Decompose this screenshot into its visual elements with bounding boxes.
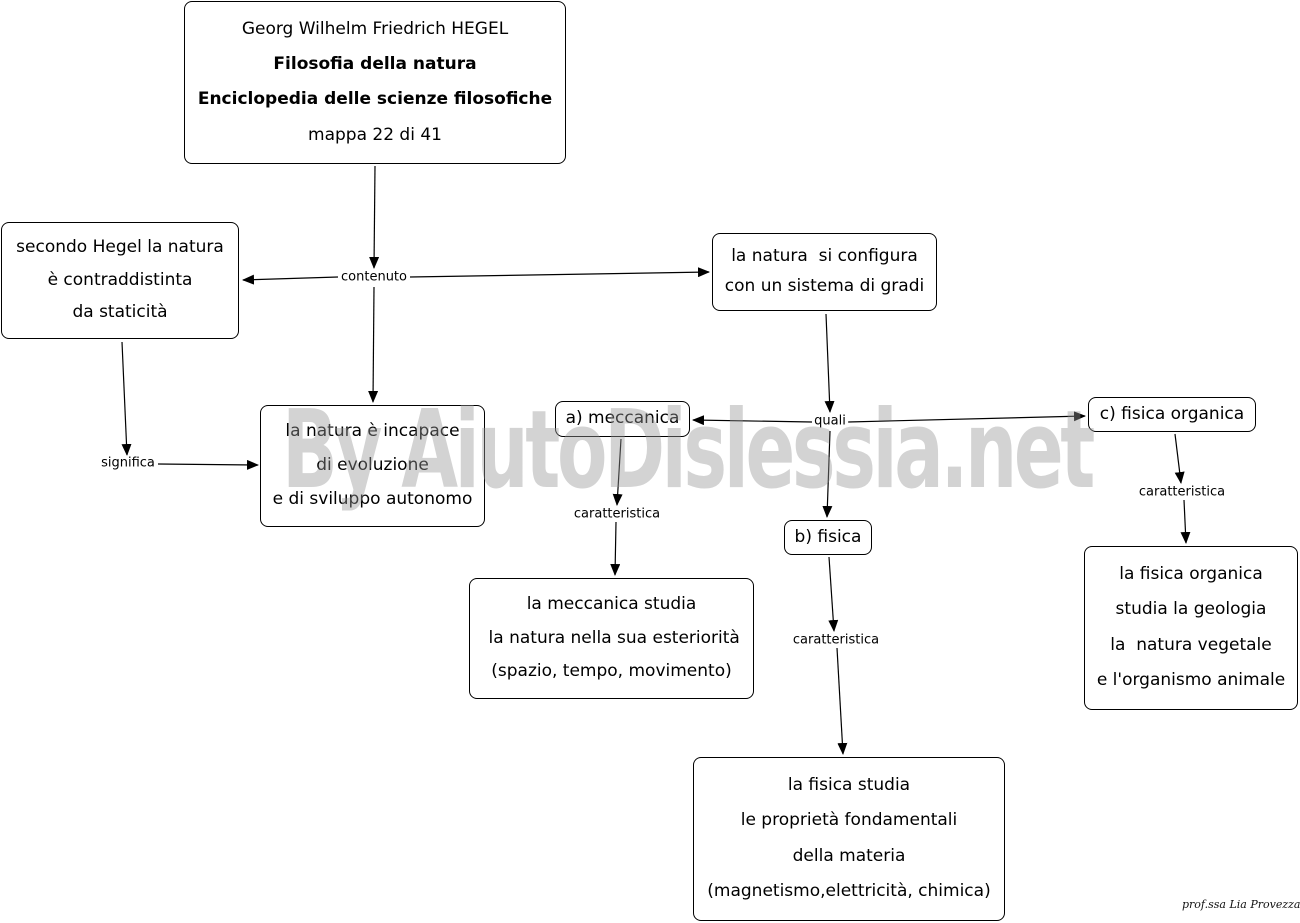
meccanica-studia-node[interactable]: la meccanica studia la natura nella sua … <box>469 578 754 699</box>
node-text: con un sistema di gradi <box>724 276 925 297</box>
title-node[interactable]: Georg Wilhelm Friedrich HEGEL Filosofia … <box>184 1 566 164</box>
author-signature: prof.ssa Lia Provezza <box>1182 898 1300 911</box>
node-text: la natura nella sua esteriorità <box>483 627 740 648</box>
node-text: e di sviluppo autonomo <box>272 489 473 510</box>
node-text: c) fisica organica <box>1099 403 1245 424</box>
edge-organica-caratteristica <box>1174 433 1185 484</box>
edge-contenuto-incapace <box>368 286 379 403</box>
link-label-caratteristica-organica: caratteristica <box>1136 484 1228 500</box>
edge-quali-organica <box>847 411 1086 423</box>
node-text: da staticità <box>72 302 168 323</box>
edge-staticita-significa <box>121 341 132 456</box>
node-text: della materia <box>792 845 906 866</box>
edge-meccanica-caratteristica <box>612 438 623 506</box>
link-label-contenuto: contenuto <box>339 269 409 285</box>
incapace-node[interactable]: la natura è incapace di evoluzione e di … <box>260 405 485 527</box>
title-work: Filosofia della natura <box>273 54 477 75</box>
gradi-node[interactable]: la natura si configura con un sistema di… <box>712 233 937 311</box>
node-text: di evoluzione <box>316 455 429 476</box>
edge-contenuto-gradi <box>409 267 710 278</box>
meccanica-node[interactable]: a) meccanica <box>555 401 690 437</box>
edge-quali-fisica <box>822 430 833 518</box>
node-text: secondo Hegel la natura <box>16 237 224 258</box>
edge-fisica-caratteristica <box>828 556 839 632</box>
node-text: studia la geologia <box>1115 599 1267 620</box>
node-text: la natura si configura <box>731 245 918 266</box>
link-label-caratteristica-meccanica: caratteristica <box>571 506 663 522</box>
node-text: b) fisica <box>794 526 862 547</box>
edge-caratteristica-organica-studia <box>1180 499 1191 544</box>
edge-title-contenuto <box>369 165 380 269</box>
edge-significa-incapace <box>157 459 259 470</box>
node-text: le proprietà fondamentali <box>740 810 958 831</box>
title-map-number: mappa 22 di 41 <box>308 124 442 145</box>
title-encyclopedia: Enciclopedia delle scienze filosofiche <box>197 89 553 110</box>
title-author: Georg Wilhelm Friedrich HEGEL <box>241 18 509 39</box>
node-text: (spazio, tempo, movimento) <box>491 661 732 682</box>
edge-caratteristica-fisica-studia <box>836 647 848 755</box>
edge-gradi-quali <box>824 313 835 413</box>
organica-node[interactable]: c) fisica organica <box>1088 397 1256 432</box>
node-text: (magnetismo,elettricità, chimica) <box>707 881 991 902</box>
edge-quali-meccanica <box>692 415 813 426</box>
node-text: a) meccanica <box>565 408 680 429</box>
fisica-node[interactable]: b) fisica <box>784 520 872 555</box>
node-text: è contraddistinta <box>47 269 193 290</box>
node-text: e l'organismo animale <box>1096 670 1286 691</box>
fisica-studia-node[interactable]: la fisica studia le proprietà fondamenta… <box>693 757 1005 921</box>
node-text: la fisica studia <box>787 774 911 795</box>
node-text: la natura è incapace <box>285 421 460 442</box>
organica-studia-node[interactable]: la fisica organica studia la geologia la… <box>1084 546 1298 710</box>
link-label-quali: quali <box>812 413 848 429</box>
link-label-significa: significa <box>99 455 157 471</box>
link-label-caratteristica-fisica: caratteristica <box>790 632 882 648</box>
edge-contenuto-staticita <box>242 274 339 285</box>
node-text: la meccanica studia <box>526 594 697 615</box>
staticita-node[interactable]: secondo Hegel la natura è contraddistint… <box>1 222 239 339</box>
edge-caratteristica-meccanica-studia <box>610 521 621 576</box>
node-text: la fisica organica <box>1119 563 1263 584</box>
node-text: la natura vegetale <box>1110 634 1272 655</box>
